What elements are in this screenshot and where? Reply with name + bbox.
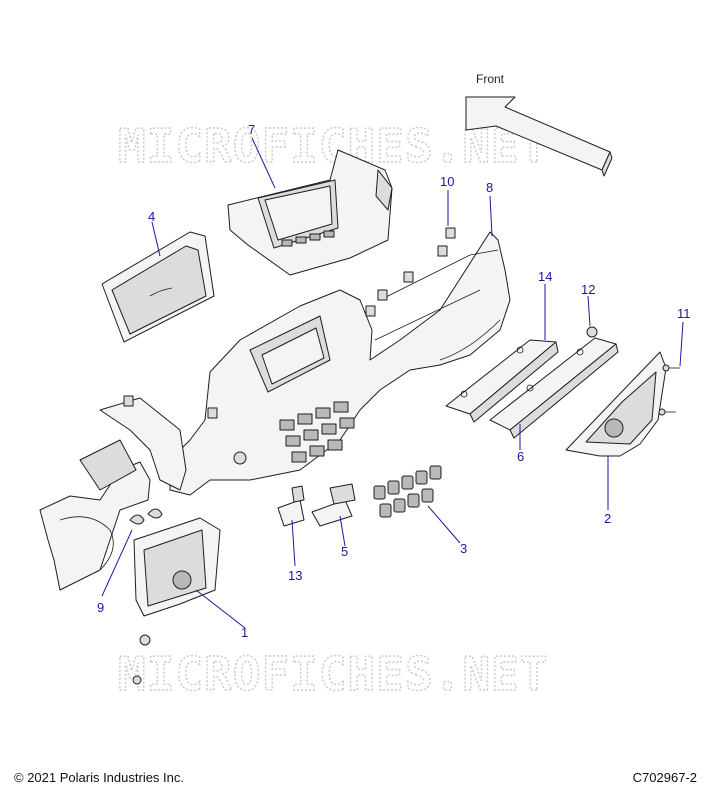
part-13-bracket [277, 485, 305, 527]
left-bracket-assembly [39, 439, 151, 591]
callout-8: 8 [486, 180, 493, 195]
vent-grid [279, 401, 355, 463]
callout-12: 12 [581, 282, 595, 297]
figure-id: C702967-2 [632, 770, 697, 785]
front-label: Front [476, 72, 505, 86]
part-12-fastener [586, 326, 598, 338]
part-10-clips [123, 227, 456, 419]
part-14-rail [445, 339, 559, 423]
part-7-display-bezel [227, 149, 393, 276]
callout-4: 4 [148, 209, 155, 224]
callout-6: 6 [517, 449, 524, 464]
part-3-button-blanks [373, 465, 442, 518]
part-6-rail [489, 337, 619, 439]
part-9-clips [129, 508, 163, 525]
leader-lines [101, 137, 684, 629]
part-5-bracket [311, 483, 356, 527]
callout-3: 3 [460, 541, 467, 556]
callout-10: 10 [440, 174, 454, 189]
part-2-right-panel [565, 351, 667, 457]
front-arrow [465, 96, 613, 177]
callout-5: 5 [341, 544, 348, 559]
callout-13: 13 [288, 568, 302, 583]
part-4-cover-panel [101, 231, 215, 343]
callout-7: 7 [248, 122, 255, 137]
callout-14: 14 [538, 269, 552, 284]
part-11-screws [658, 364, 680, 416]
copyright: © 2021 Polaris Industries Inc. [14, 770, 184, 785]
callout-9: 9 [97, 600, 104, 615]
callout-2: 2 [604, 511, 611, 526]
callout-1: 1 [241, 625, 248, 640]
callout-11: 11 [677, 306, 691, 321]
watermark-bottom: MICROFICHES.NET [118, 647, 548, 701]
part-8-dash-structure [99, 231, 511, 496]
